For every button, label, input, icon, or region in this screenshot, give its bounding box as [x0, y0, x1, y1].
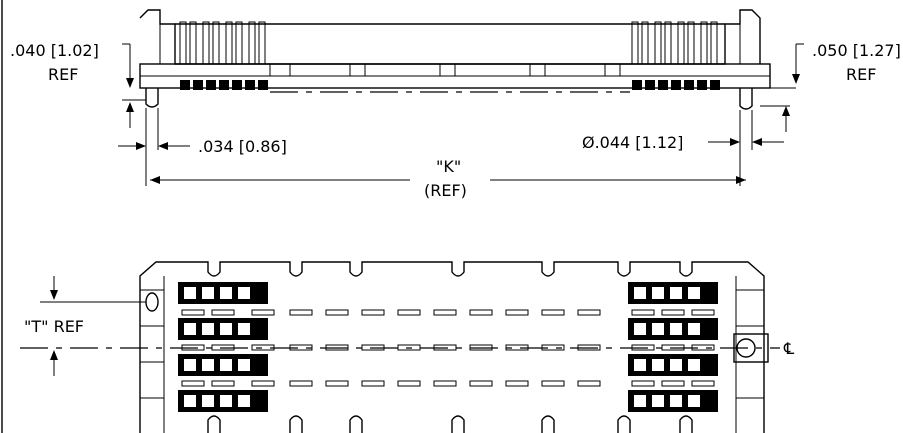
dim-height-left — [122, 43, 146, 128]
dim-height-left-ref: REF — [48, 65, 78, 84]
dim-length-ref: (REF) — [424, 181, 467, 200]
dim-pin-width — [118, 108, 190, 186]
dim-height-right-ref: REF — [846, 65, 876, 84]
dim-pitch — [40, 276, 146, 376]
alignment-hole-left — [145, 292, 159, 312]
contact-rows-left — [178, 282, 268, 412]
slot-row-3 — [181, 380, 715, 387]
side-view: .040 [1.02] REF .050 [1.27] REF .034 [0.… — [10, 9, 901, 200]
bottom-notches — [207, 415, 693, 433]
base-segments — [140, 64, 770, 77]
connector-body-outline — [139, 9, 761, 65]
dim-pin-diameter-label: Ø.044 [1.12] — [582, 133, 683, 152]
locating-peg-right — [739, 88, 753, 110]
dim-pin-diameter — [708, 110, 784, 186]
dim-length-label: "K" — [436, 157, 461, 176]
dim-pitch-label: "T" REF — [24, 317, 84, 336]
solder-balls-left — [180, 80, 268, 90]
top-view: ℄ "T" REF — [20, 261, 795, 433]
centerline-symbol: ℄ — [783, 339, 795, 358]
locating-peg-left — [145, 88, 159, 108]
contacts-left — [179, 21, 266, 65]
slot-row-1 — [181, 309, 715, 316]
dim-length — [150, 176, 746, 184]
contacts-right — [631, 21, 718, 65]
dim-height-left-label: .040 [1.02] — [10, 41, 99, 60]
dim-pin-width-label: .034 [0.86] — [198, 137, 287, 156]
solder-balls-right — [632, 80, 720, 90]
dim-height-right-label: .050 [1.27] — [812, 41, 901, 60]
housing-outline — [139, 261, 765, 433]
dim-height-right — [760, 43, 804, 132]
contact-rows-right — [628, 282, 718, 412]
